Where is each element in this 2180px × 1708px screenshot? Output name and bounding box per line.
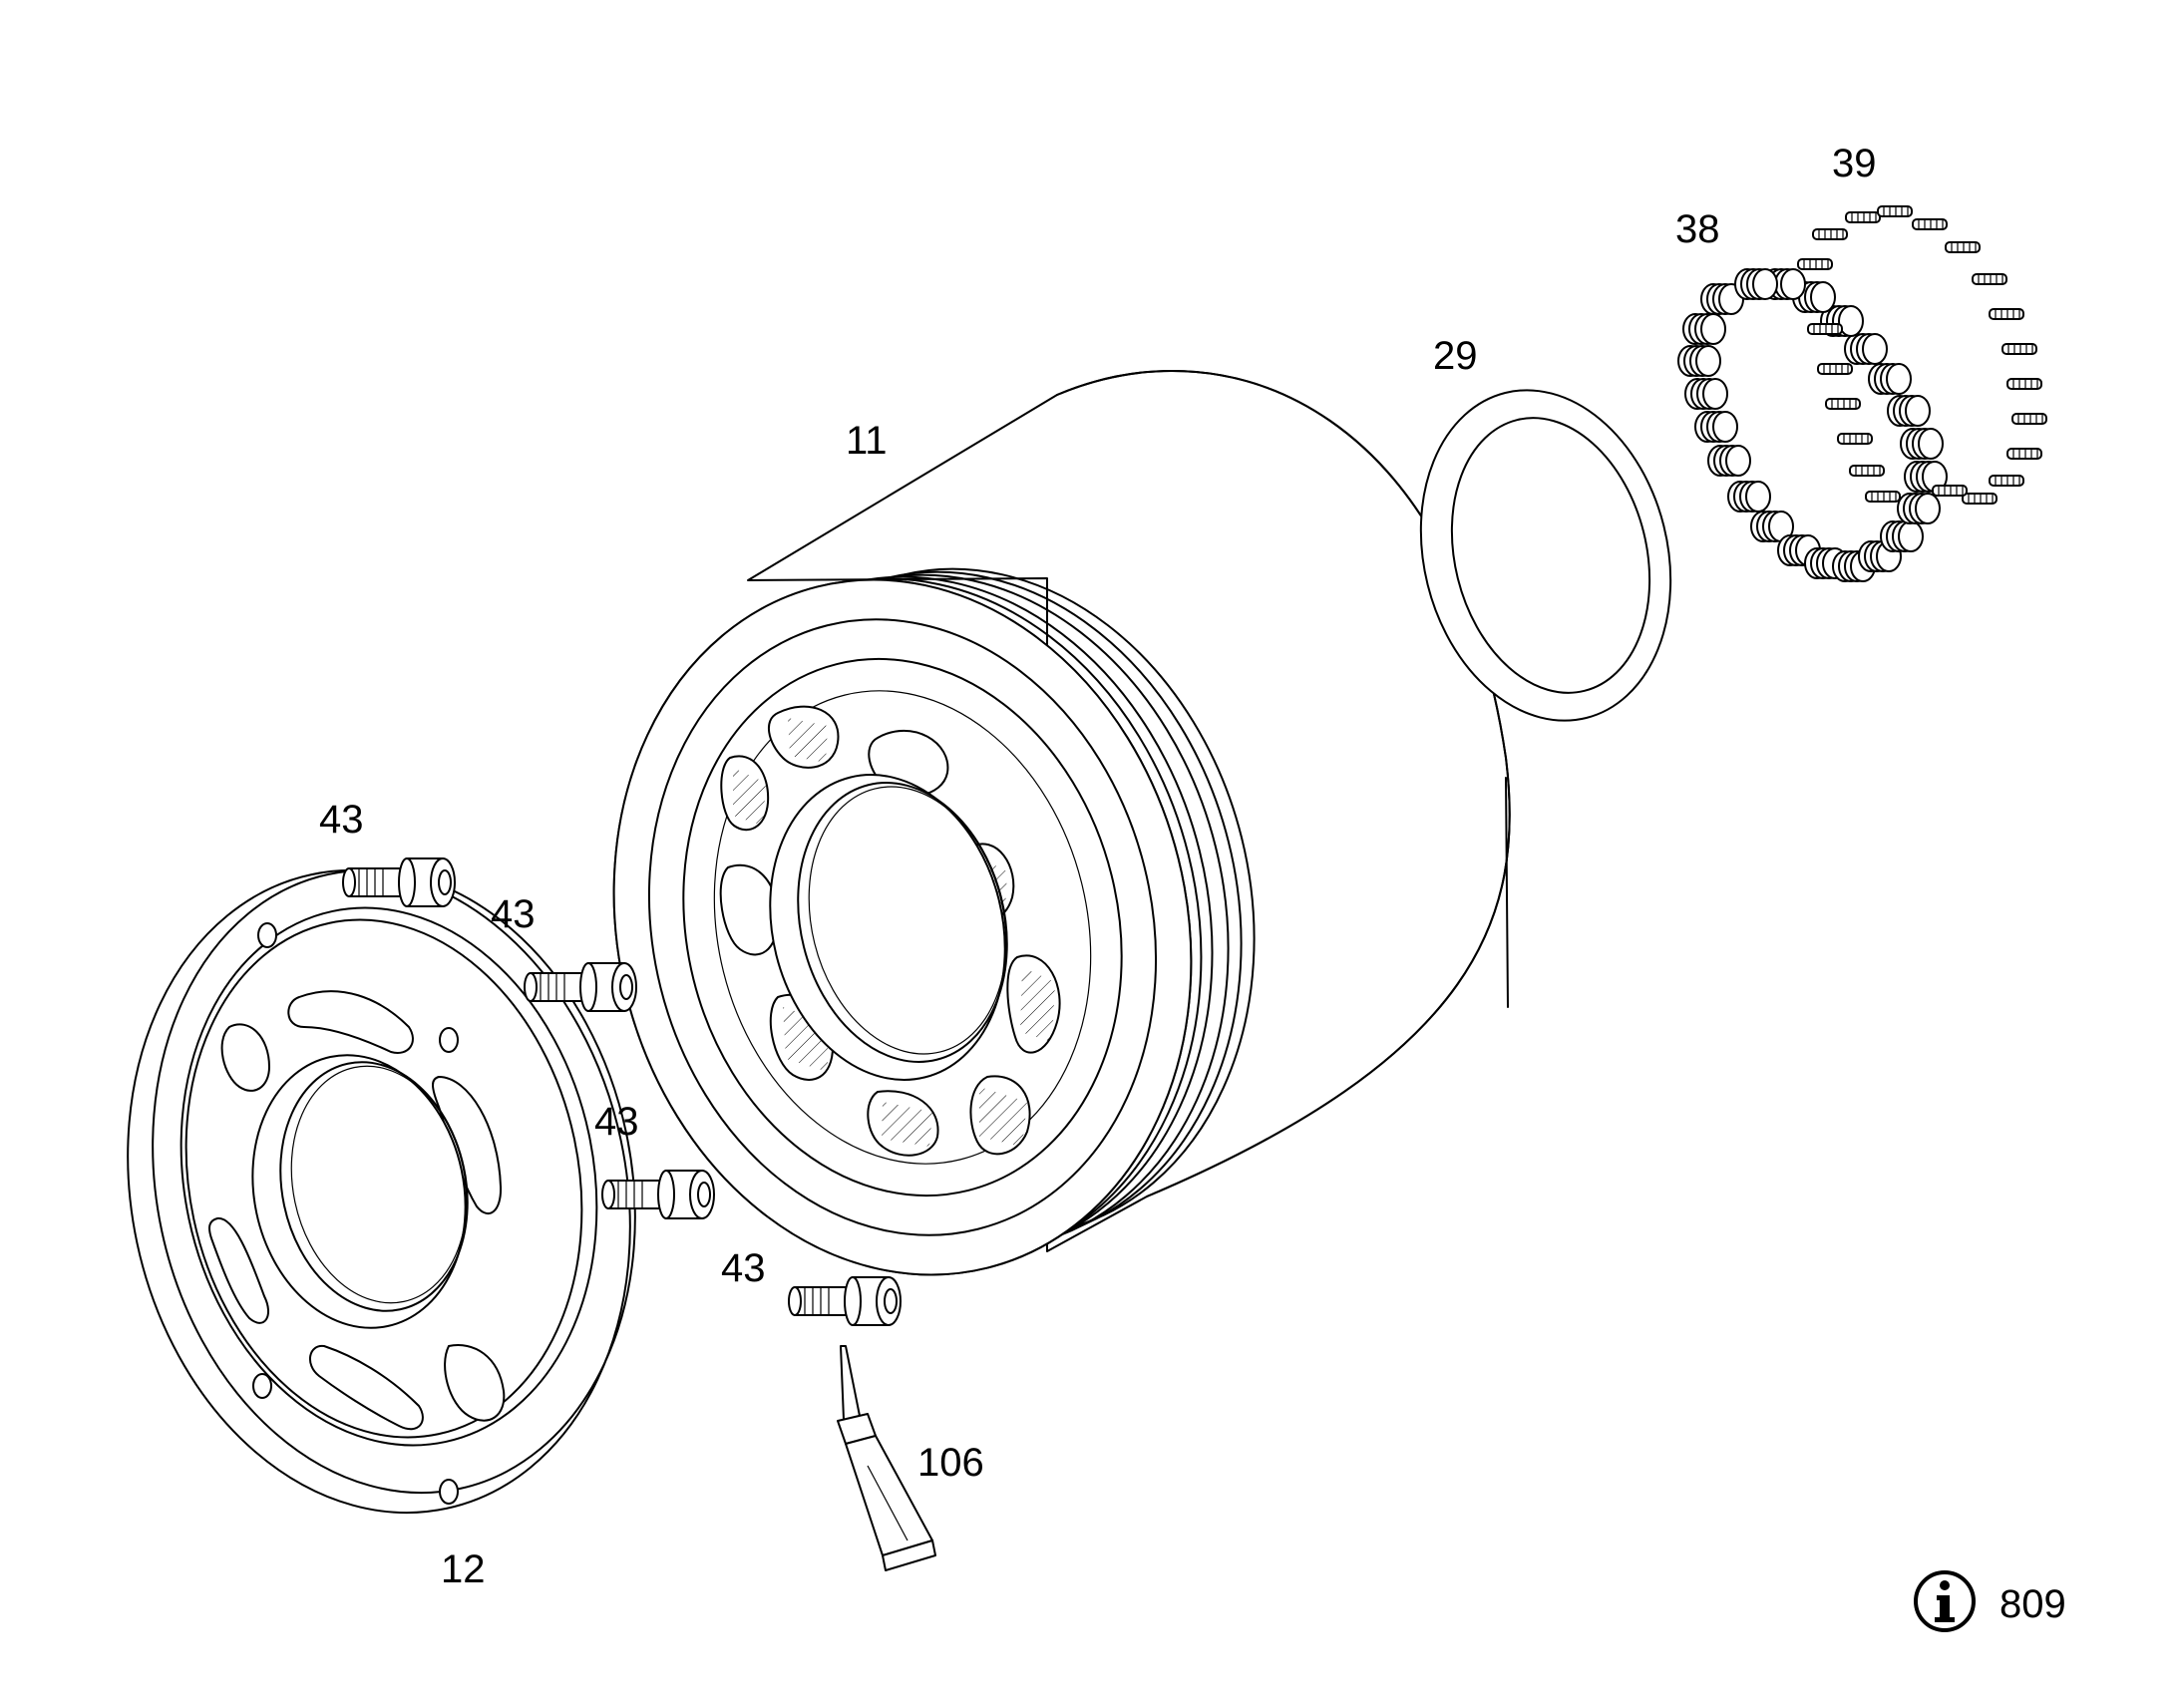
label-29: 29 (1433, 334, 1478, 378)
info-reference-number: 809 (1999, 1582, 2066, 1626)
label-12: 12 (441, 1547, 486, 1591)
info-icon (1914, 1570, 1976, 1632)
label-43-c: 43 (594, 1100, 639, 1144)
cylinder-block (612, 370, 1511, 1276)
label-38: 38 (1675, 207, 1720, 251)
port-plate (127, 868, 636, 1515)
label-43-b: 43 (491, 892, 536, 936)
label-43-d: 43 (721, 1246, 766, 1290)
spring-set (1677, 268, 1948, 582)
label-39: 39 (1832, 142, 1877, 185)
ring-seal (1419, 389, 1672, 722)
label-106: 106 (917, 1441, 984, 1485)
label-43-a: 43 (319, 798, 364, 842)
sealant-tube (837, 1345, 936, 1571)
label-11: 11 (846, 419, 888, 463)
bolt-4 (788, 1276, 902, 1326)
